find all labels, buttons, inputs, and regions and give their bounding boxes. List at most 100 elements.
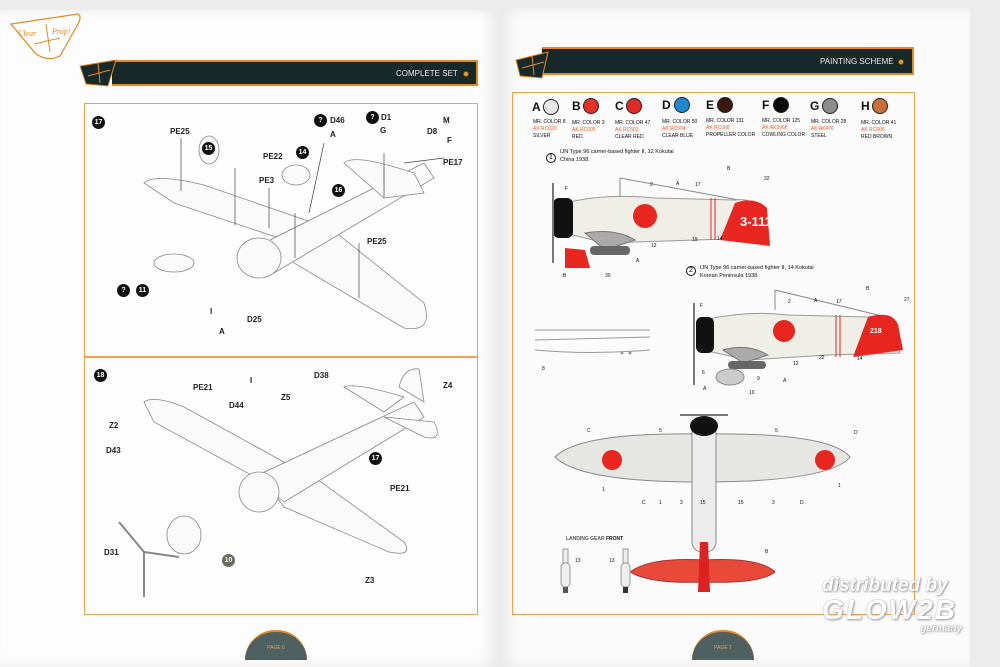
callout: 17 — [695, 182, 701, 188]
part-label: PE3 — [259, 176, 275, 185]
callout: B — [727, 166, 731, 172]
part-label: D1 — [381, 113, 392, 122]
callout: 1 — [659, 500, 662, 506]
part-label: PE25 — [367, 237, 387, 246]
paint-letter: C — [615, 99, 624, 113]
callout: 3 — [680, 500, 683, 506]
top-view-plan — [554, 414, 851, 592]
part-label: PE25 — [170, 127, 190, 136]
svg-text:Prop!: Prop! — [51, 27, 71, 36]
part-label: D46 — [330, 116, 345, 125]
paint-swatch-icon — [773, 97, 789, 113]
callout: 27 — [904, 297, 910, 303]
callout: A — [783, 378, 787, 384]
callout: B — [866, 286, 870, 292]
step-17-assembly-drawing — [143, 135, 445, 330]
callout: 3 — [772, 500, 775, 506]
callout: B — [563, 273, 567, 279]
paint-swatch-icon — [717, 97, 733, 113]
landing-gear-drawing — [560, 548, 631, 593]
callout: A — [703, 386, 707, 392]
watermark: distributed by GLOW2B germany — [822, 575, 962, 634]
scheme-number: 2 — [686, 266, 696, 276]
callout: 13 — [609, 558, 615, 564]
paint-letter: E — [706, 98, 715, 112]
paint-ref-label: F — [447, 136, 452, 145]
ref-step-10: 10 — [222, 554, 235, 567]
part-label: PE21 — [390, 484, 410, 493]
left-page — [0, 10, 498, 667]
part-label: D38 — [314, 371, 329, 380]
tail-code: 218 — [870, 328, 882, 335]
callout: D — [854, 430, 858, 436]
ref-step-15: 15 — [202, 142, 215, 155]
scheme-caption: IJN Type 96 carrier-based fighter II, 12… — [560, 149, 674, 163]
callout: 1 — [602, 487, 605, 493]
part-label: D8 — [427, 127, 438, 136]
paint-letter: D — [662, 98, 671, 112]
step-17-panel — [84, 103, 478, 357]
step-18-panel — [84, 357, 478, 615]
optional-icon: ? — [117, 284, 130, 297]
callout: 9 — [757, 376, 760, 382]
callout: 12 — [793, 361, 799, 367]
callout: 8 — [542, 366, 545, 372]
part-label: D43 — [106, 446, 121, 455]
ref-step-17: 17 — [369, 452, 382, 465]
callout: 5 — [659, 428, 662, 434]
callout: D — [800, 500, 804, 506]
part-label: PE22 — [263, 152, 283, 161]
callout: B — [765, 549, 769, 555]
part-label: D44 — [229, 401, 244, 410]
paint-letter: G — [810, 99, 820, 113]
section-header-band: PAINTING SCHEME — [542, 47, 914, 75]
header-dot-icon — [898, 59, 904, 65]
paint-letter: H — [861, 99, 870, 113]
header-dot-icon — [463, 71, 469, 77]
painting-scheme-frame — [512, 92, 915, 615]
callout: 32 — [764, 176, 770, 182]
ref-step-14: 14 — [296, 146, 309, 159]
optional-icon: ? — [366, 111, 379, 124]
callout: 15 — [700, 500, 706, 506]
tail-code: 3-111 — [740, 214, 772, 229]
callout: 30 — [605, 273, 611, 279]
paint-ref-label: M — [443, 116, 450, 125]
part-label: D31 — [104, 548, 119, 557]
paint-letter: F — [762, 98, 770, 112]
callout: A — [814, 298, 818, 304]
paint-swatch-icon — [674, 97, 690, 113]
scheme-caption: IJN Type 96 carrier-based fighter II, 14… — [700, 265, 814, 279]
paint-ref-label: A — [219, 327, 225, 336]
callout: 22 — [819, 355, 825, 361]
callout: 5 — [775, 428, 778, 434]
paint-swatch-icon — [583, 98, 599, 114]
ref-step-11: 11 — [136, 284, 149, 297]
paint-ref-label: I — [210, 307, 213, 316]
callout: F — [700, 303, 704, 309]
callout: 1 — [838, 483, 841, 489]
callout: 15 — [738, 500, 744, 506]
paint-ref-label: A — [330, 130, 336, 139]
paint-letter: A — [532, 100, 541, 114]
callout: 19 — [692, 237, 698, 243]
step-number-17: 17 — [92, 116, 105, 129]
paint-swatch-icon — [626, 98, 642, 114]
part-label: Z2 — [109, 421, 119, 430]
scheme-number: 1 — [546, 153, 556, 163]
paint-swatch-icon — [822, 98, 838, 114]
callout: 12 — [651, 243, 657, 249]
callout: 2 — [650, 182, 653, 188]
paint-swatch-icon — [872, 98, 888, 114]
callout: A — [676, 181, 680, 187]
part-label: Z5 — [281, 393, 291, 402]
callout: 10 — [749, 390, 755, 396]
callout: F — [565, 186, 569, 192]
header-logo-badge — [78, 58, 120, 88]
section-title: COMPLETE SET — [396, 69, 458, 78]
